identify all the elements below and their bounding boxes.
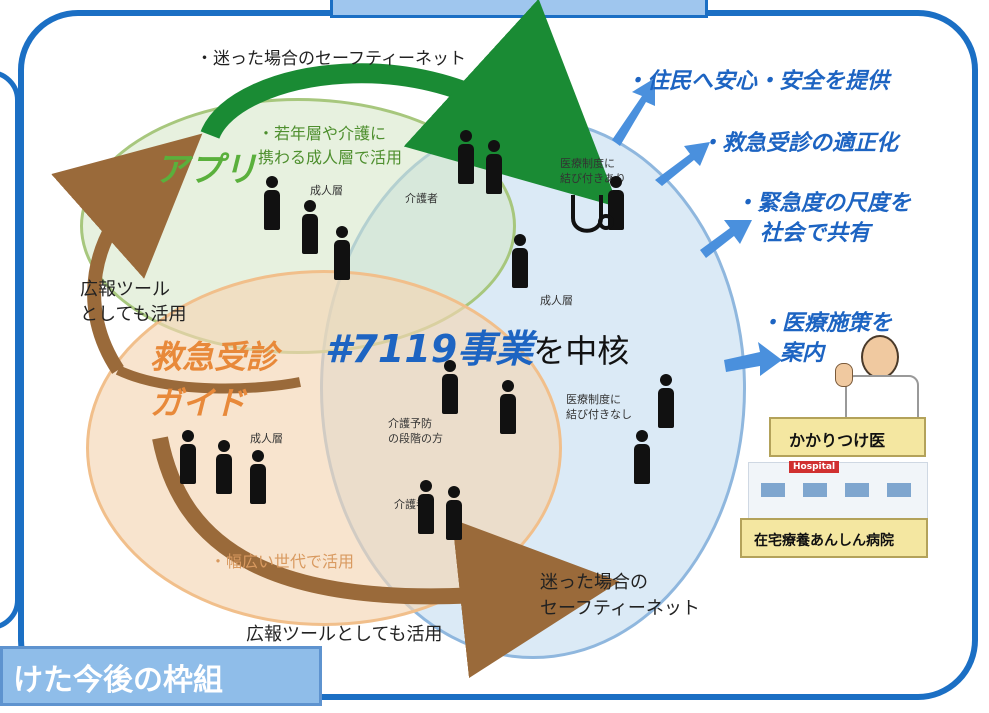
- person-adult-1: [262, 176, 282, 231]
- safety-net-top-label: ・迷った場合のセーフティーネット: [196, 49, 466, 69]
- outcome-3b: 社会で共有: [760, 221, 871, 246]
- doctor-head: [861, 335, 899, 379]
- brown-arrow-guide: [115, 365, 301, 394]
- brown-arrow-bottom: [152, 436, 620, 679]
- pr-tool-left-1: 広報ツール: [80, 279, 170, 300]
- pr-tool-left-2: としても活用: [80, 304, 187, 325]
- bottom-title: けた今後の枠組: [0, 646, 322, 706]
- person-caregiver-2: [484, 140, 504, 195]
- prevention-1: 介護予防: [388, 417, 432, 430]
- core-prefix: #7119事業: [325, 327, 534, 371]
- brown-arrow-left: [51, 133, 203, 374]
- guide-label-2: ガイド: [150, 384, 247, 422]
- core-suffix: を中核: [533, 332, 630, 370]
- doctor-hand: [835, 363, 853, 387]
- person-caregiver-3: [416, 480, 436, 535]
- person-adult-4: [510, 234, 530, 289]
- guide-desc: ・幅広い世代で活用: [210, 552, 355, 571]
- person-caregiver-1: [456, 130, 476, 185]
- person-elder-3: [656, 374, 676, 429]
- medical-no-2: 結び付きなし: [566, 408, 632, 421]
- person-adult-5: [178, 430, 198, 485]
- prevention-2: の段階の方: [388, 432, 443, 445]
- stethoscope-icon: [571, 195, 614, 233]
- person-prevention: [440, 360, 460, 415]
- hospital-name-sign: 在宅療養あんしん病院: [740, 518, 928, 558]
- window: [845, 483, 869, 497]
- hospital-building: Hospital: [748, 461, 928, 520]
- medical-yes-1: 医療制度に: [560, 157, 615, 170]
- core-title: #7119事業を中核: [325, 318, 629, 373]
- person-elder-2: [498, 380, 518, 435]
- doctor-illustration: [835, 335, 930, 429]
- outcome-4b: 案内: [780, 341, 825, 366]
- window: [803, 483, 827, 497]
- family-doctor-label: かかりつけ医: [789, 431, 886, 450]
- app-desc-1: ・若年層や介護に: [258, 124, 387, 143]
- outcome-3a: ・緊急度の尺度を: [735, 191, 912, 216]
- person-adult-7: [248, 450, 268, 505]
- caregiver-label-1: 介護者: [405, 192, 438, 205]
- adult-label-2: 成人層: [540, 294, 573, 307]
- safety-net-bottom-2: セーフティーネット: [540, 598, 700, 619]
- adult-label-3: 成人層: [250, 432, 283, 445]
- app-desc-2: 携わる成人層で活用: [258, 148, 403, 167]
- outcome-4a: ・医療施策を: [760, 311, 893, 336]
- window: [887, 483, 911, 497]
- outcome-arrows: [612, 78, 782, 376]
- person-adult-6: [214, 440, 234, 495]
- guide-label-1: 救急受診: [150, 338, 279, 376]
- person-caregiver-4: [444, 486, 464, 541]
- safety-net-bottom-1: 迷った場合の: [540, 572, 648, 593]
- safety-net-arrow: [200, 0, 619, 208]
- person-adult-3: [332, 226, 352, 281]
- outcome-1: ・住民へ安心・安全を提供: [625, 69, 890, 94]
- person-adult-2: [300, 200, 320, 255]
- window: [761, 483, 785, 497]
- adult-label-1: 成人層: [310, 184, 343, 197]
- medical-yes-2: 結び付きあり: [560, 172, 626, 185]
- medical-no-1: 医療制度に: [566, 393, 621, 406]
- hospital-sign: Hospital: [789, 461, 840, 473]
- app-label: アプリ: [155, 150, 257, 190]
- outcome-2: ・救急受診の適正化: [700, 131, 899, 156]
- family-doctor-sign: かかりつけ医: [769, 417, 926, 457]
- person-elder-4: [632, 430, 652, 485]
- hospital-name-label: 在宅療養あんしん病院: [754, 533, 894, 549]
- pr-tool-bottom: 広報ツールとしても活用: [246, 624, 443, 645]
